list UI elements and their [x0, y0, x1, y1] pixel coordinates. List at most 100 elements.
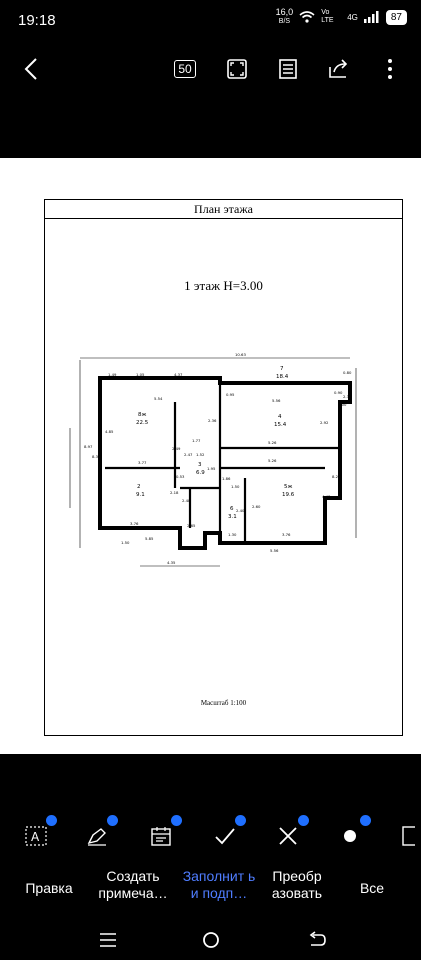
dim-5-56: 5.56	[272, 398, 281, 403]
dim-top-total: 10.63	[235, 352, 246, 357]
crop-button[interactable]	[222, 54, 252, 84]
recents-button[interactable]	[93, 928, 123, 952]
dim-0-80: 0.80	[343, 370, 352, 375]
dim-2-36b: 2.36	[343, 394, 352, 399]
net-speed: 16,0 B/S	[275, 7, 294, 26]
dim-2-47: 2.47	[184, 452, 193, 457]
dim-1-50b: 1.50	[121, 540, 130, 545]
dim-1-77: 1.77	[192, 438, 201, 443]
room-8-area: 22.5	[136, 420, 149, 426]
room-7-area: 18.4	[276, 374, 289, 380]
cross-tool[interactable]	[273, 815, 309, 851]
status-bar: 19:18 16,0 B/S Vo LTE 4G 87	[0, 0, 421, 42]
dim-0-90: 0.90	[334, 390, 343, 395]
frame-title: План этажа	[45, 200, 402, 219]
dim-3-76b: 3.76	[130, 521, 139, 526]
menu-create-note[interactable]: Создать примеча…	[98, 868, 168, 901]
text-box-icon: A	[25, 826, 47, 846]
cross-icon	[279, 827, 297, 845]
dim-4-37: 4.37	[174, 372, 183, 377]
dim-8-22: 8.22	[332, 474, 341, 479]
dim-1-00: 1.00	[338, 402, 347, 407]
dot-tool[interactable]	[335, 815, 371, 851]
wifi-icon	[299, 11, 315, 23]
dim-5-85: 5.85	[145, 536, 154, 541]
premium-badge	[171, 815, 182, 826]
pen-icon	[87, 828, 106, 846]
square-tool[interactable]	[395, 821, 421, 851]
dot-icon	[344, 830, 356, 842]
more-icon	[388, 59, 392, 79]
room-5-area: 19.6	[282, 492, 295, 498]
dim-1-05: 1.05	[136, 372, 145, 377]
layout-button[interactable]	[273, 54, 303, 84]
floor-plan: 8ж 22.5 7 18.4 4 15.4 2 9.1 3 6.9 5ж 19.…	[69, 352, 357, 567]
pen-tool[interactable]	[82, 815, 118, 851]
home-button[interactable]	[196, 928, 226, 952]
layout-icon	[279, 59, 297, 79]
dim-1-49: 1.49	[108, 372, 117, 377]
status-icons: 16,0 B/S Vo LTE 4G 87	[276, 8, 407, 26]
premium-badge	[46, 815, 57, 826]
room-6-id: 6	[230, 506, 234, 512]
dim-3-76: 3.76	[282, 532, 291, 537]
premium-badge	[298, 815, 309, 826]
dim-0-53: 0.53	[176, 474, 185, 479]
calendar-tool[interactable]	[146, 815, 182, 851]
square-icon	[402, 826, 415, 846]
room-7-id: 7	[280, 366, 284, 372]
scale-label: Масштаб 1:100	[200, 699, 247, 707]
dim-1-52: 1.52	[196, 452, 205, 457]
premium-badge	[107, 815, 118, 826]
dim-2-92: 2.92	[320, 420, 329, 425]
recents-icon	[100, 933, 116, 947]
mode-menu: Правка Создать примеча… Заполнит ь и под…	[0, 868, 421, 912]
room-2-id: 2	[137, 484, 141, 490]
crop-icon	[227, 59, 247, 79]
calendar-icon	[151, 827, 171, 846]
room-8-id: 8ж	[138, 412, 146, 418]
top-toolbar: 50	[0, 50, 421, 90]
text-box-tool[interactable]: A	[21, 815, 57, 851]
dim-2-36: 2.36	[208, 418, 217, 423]
dim-2-40: 2.40	[236, 508, 245, 513]
document-page[interactable]: План этажа 1 этаж H=3.00 Масштаб 1:100 8…	[0, 158, 421, 754]
room-4-area: 15.4	[274, 422, 287, 428]
check-tool[interactable]	[210, 815, 246, 851]
floor-label: 1 этаж H=3.00	[184, 278, 263, 293]
room-4-id: 4	[278, 414, 282, 420]
back-nav-icon	[309, 931, 326, 946]
back-icon	[24, 58, 37, 80]
annotation-tools: A	[0, 815, 421, 859]
menu-convert[interactable]: Преобр азовать	[271, 868, 323, 901]
dim-4-48: 4.48	[322, 494, 331, 499]
dim-1-50: 1.50	[231, 484, 240, 489]
battery: 87	[385, 9, 407, 25]
share-icon	[329, 59, 348, 78]
room-3-area: 6.9	[196, 470, 205, 476]
page-count-button[interactable]: 50	[170, 54, 200, 84]
more-button[interactable]	[375, 54, 405, 84]
dim-2-60: 2.60	[252, 504, 261, 509]
dim-5-26: 5.26	[268, 440, 277, 445]
signal-label: Vo LTE	[321, 9, 334, 24]
room-6-area: 3.1	[228, 514, 237, 520]
dim-5-26b: 5.26	[268, 458, 277, 463]
check-icon	[215, 828, 235, 845]
menu-all[interactable]: Все	[359, 880, 385, 896]
menu-fill-sign[interactable]: Заполнит ь и подп…	[182, 868, 256, 901]
dim-2-48: 2.48	[182, 498, 191, 503]
dim-3-77: 3.77	[138, 460, 147, 465]
share-button[interactable]	[324, 54, 354, 84]
dim-1-95: 1.95	[207, 466, 216, 471]
dim-5-56b: 5.56	[270, 548, 279, 553]
back-button[interactable]	[16, 54, 46, 84]
dim-4-35: 4.35	[167, 560, 176, 565]
back-nav-button[interactable]	[302, 928, 332, 952]
menu-edit[interactable]: Правка	[25, 880, 73, 896]
dim-1-30: 1.30	[228, 532, 237, 537]
dim-2-65: 2.65	[187, 523, 196, 528]
navigation-bar	[0, 920, 421, 960]
room-2-area: 9.1	[136, 492, 145, 498]
drawing-frame: План этажа 1 этаж H=3.00 Масштаб 1:100	[44, 199, 403, 736]
